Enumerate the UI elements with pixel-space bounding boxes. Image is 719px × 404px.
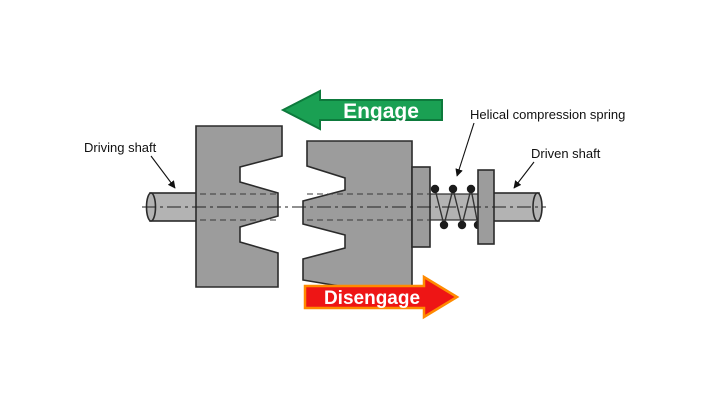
spring-coil-dot (430, 184, 440, 194)
spring-coil-dot (448, 184, 458, 194)
spring-coil-dot (466, 184, 476, 194)
driving-shaft-label: Driving shaft (84, 140, 157, 155)
helical-spring-leader-line (455, 122, 475, 177)
right-jaw-clutch (302, 140, 413, 288)
disengage-arrow-label: Disengage (324, 288, 420, 309)
driving-shaft-leader-line (150, 155, 176, 189)
engage-arrow-shape (280, 89, 443, 131)
engage-arrow: Engage (280, 89, 443, 131)
driven-shaft-leader-line (513, 161, 535, 189)
helical-compression-spring (430, 184, 483, 230)
spring-coil-wire (434, 188, 479, 226)
spring-coil-dot (439, 220, 449, 230)
disengage-arrow-shape (303, 274, 460, 320)
spring-coil-dot (457, 220, 467, 230)
engage-arrow-label: Engage (343, 100, 419, 123)
driven-shaft-label: Driven shaft (531, 146, 601, 161)
left-jaw-clutch (195, 125, 283, 288)
helical-spring-label: Helical compression spring (470, 107, 625, 122)
disengage-arrow: Disengage (303, 274, 460, 320)
